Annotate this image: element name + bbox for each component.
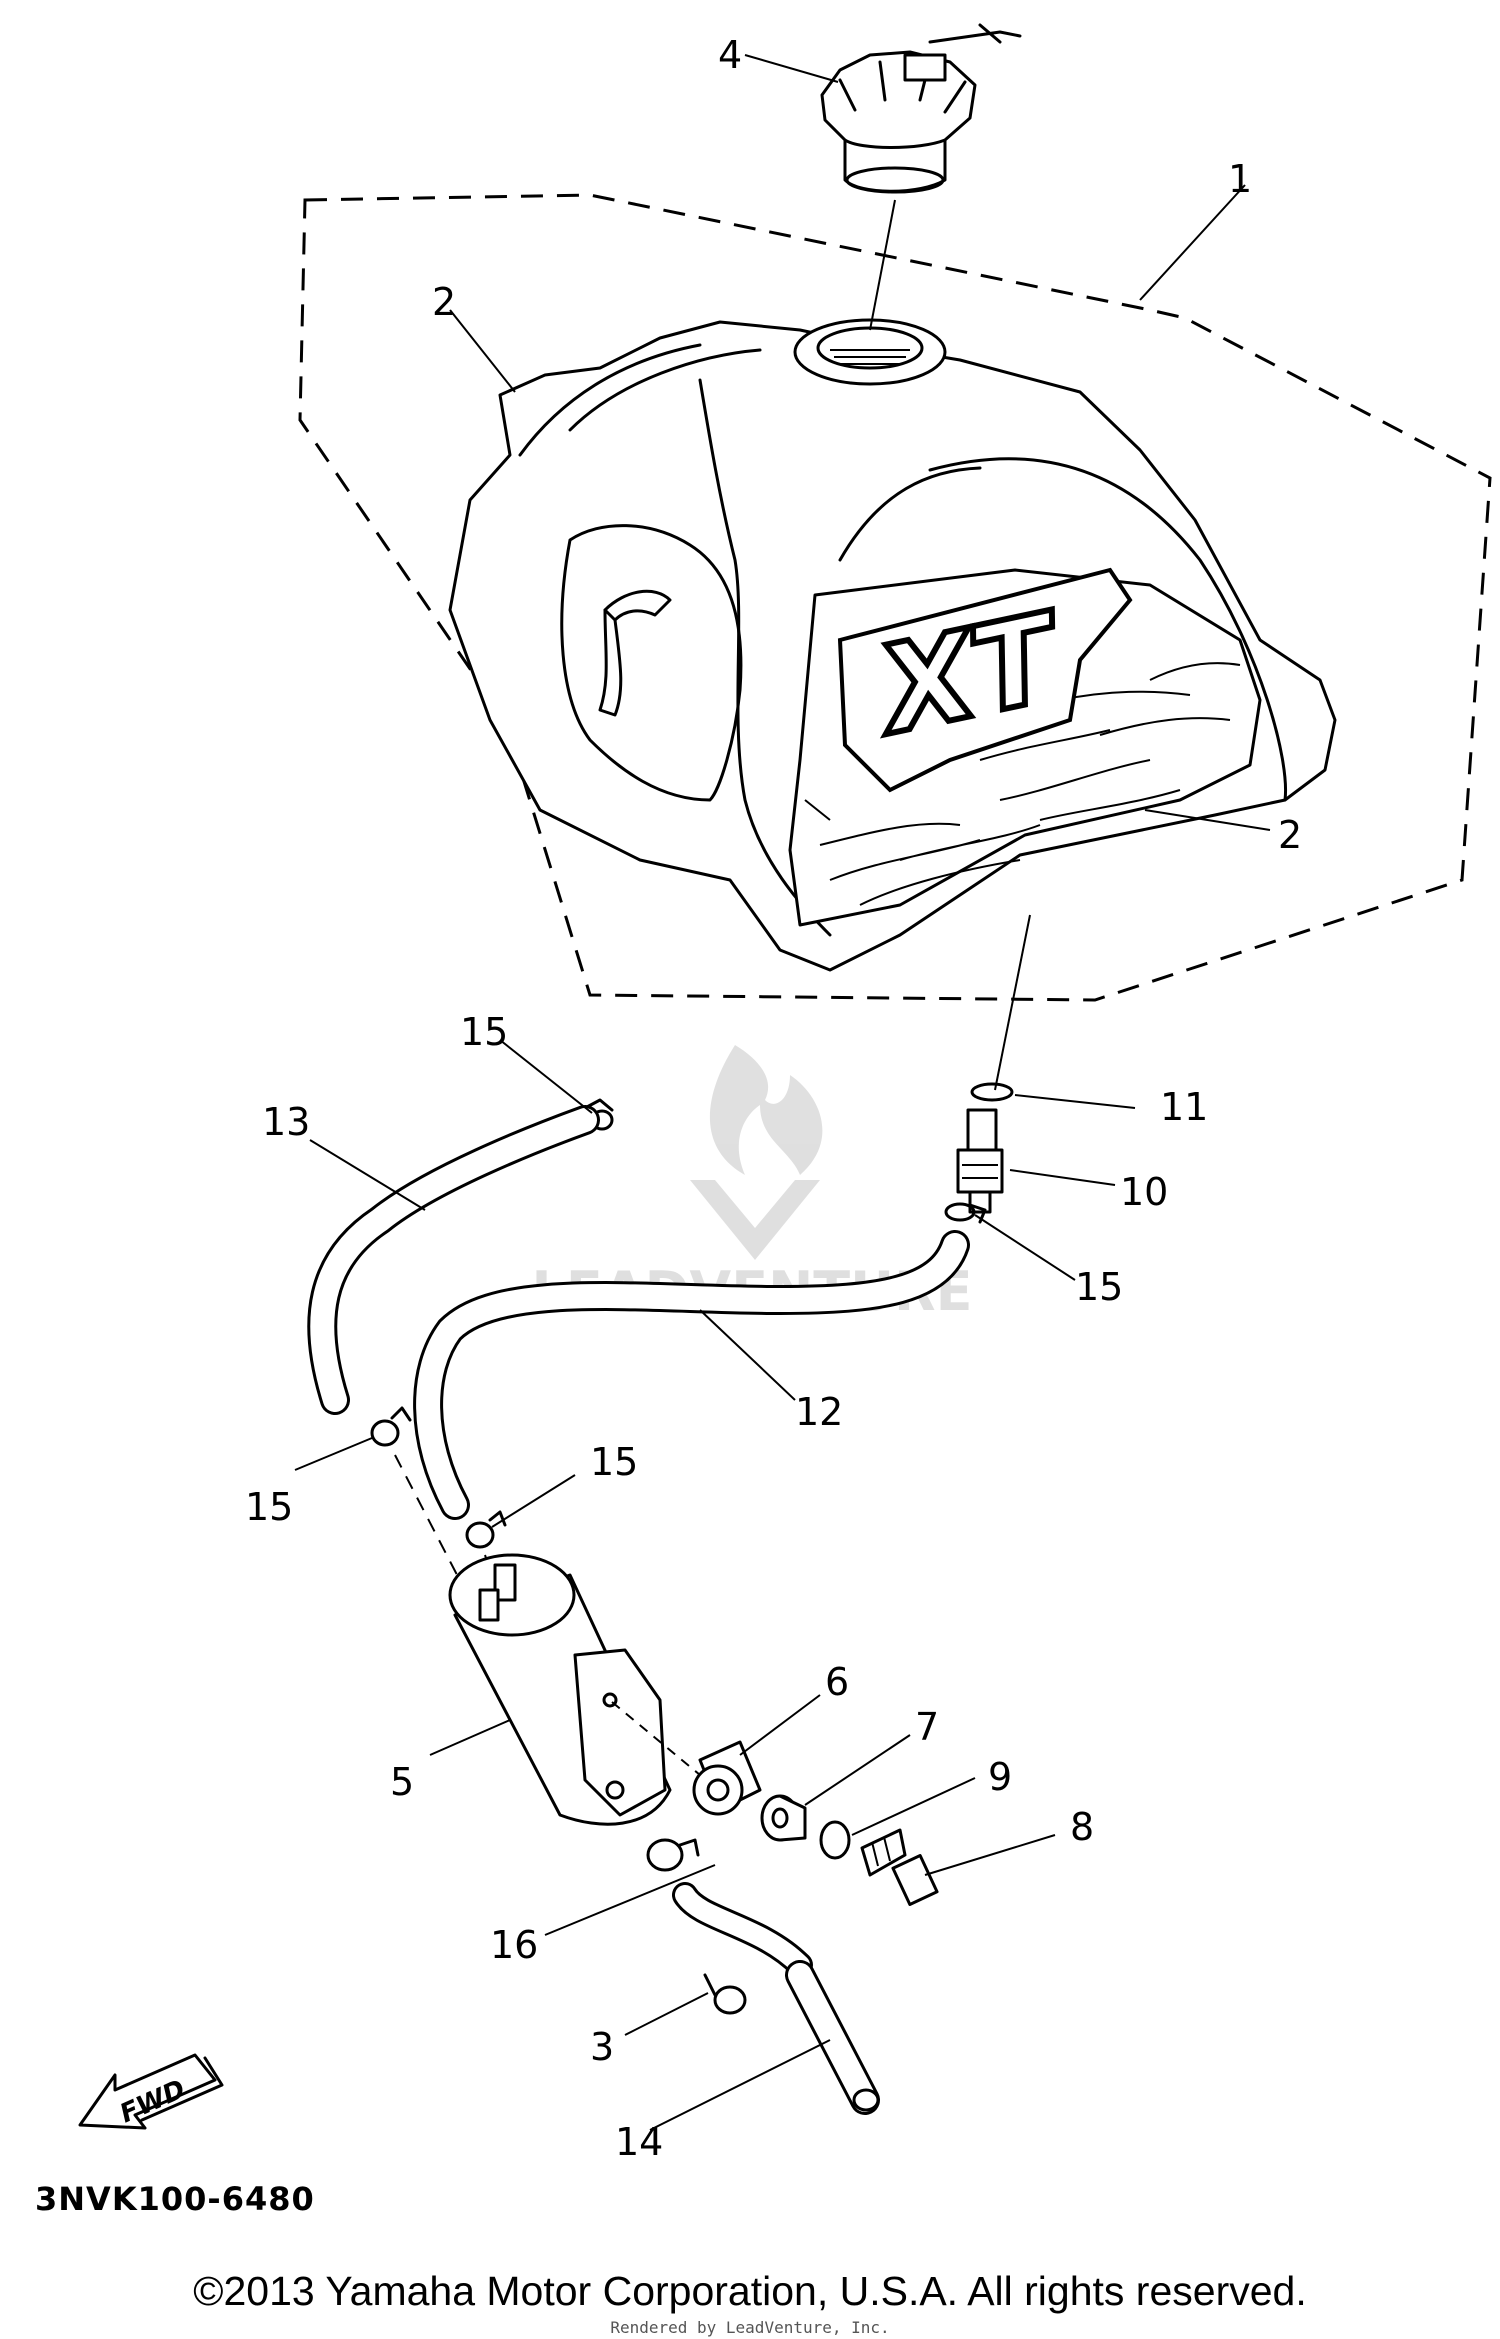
cap-leader xyxy=(869,199,896,331)
callout-5: 5 xyxy=(390,1760,414,1804)
callout-7: 7 xyxy=(915,1705,939,1749)
callout-4: 4 xyxy=(718,33,742,77)
callout-9: 9 xyxy=(988,1755,1012,1799)
fuel-tank-cap xyxy=(820,23,1022,194)
routing-line xyxy=(394,1454,471,1601)
callout-11: 11 xyxy=(1160,1085,1208,1129)
callout-13: 13 xyxy=(262,1100,310,1144)
bolt xyxy=(860,1828,939,1906)
o-ring xyxy=(970,1082,1014,1102)
callout-16: 16 xyxy=(490,1923,538,1967)
callout-1: 1 xyxy=(1228,157,1252,201)
callout-8: 8 xyxy=(1070,1805,1094,1849)
hose-clip xyxy=(646,1838,700,1872)
fuel-cock xyxy=(956,1108,1004,1214)
fuel-tank: XT xyxy=(448,318,1337,972)
callout-15: 15 xyxy=(1075,1265,1123,1309)
callout-10: 10 xyxy=(1120,1170,1168,1214)
callout-15: 15 xyxy=(245,1485,293,1529)
fuel-pipe xyxy=(785,1960,880,2115)
callout-3: 3 xyxy=(590,2025,614,2069)
fuel-pump xyxy=(448,1553,672,1826)
routing-line xyxy=(611,1701,701,1776)
copyright-notice: ©2013 Yamaha Motor Corporation, U.S.A. A… xyxy=(193,2268,1307,2314)
callout-12: 12 xyxy=(795,1390,843,1434)
hose-clip xyxy=(944,1202,987,1224)
tank-assembly-boundary xyxy=(298,193,1492,1002)
forward-arrow: FWD xyxy=(78,2053,224,2130)
callout-2: 2 xyxy=(1278,813,1302,857)
callout-2: 2 xyxy=(432,280,456,324)
callout-15: 15 xyxy=(460,1010,508,1054)
hose-clip xyxy=(370,1406,412,1447)
callout-15: 15 xyxy=(590,1440,638,1484)
xt-logo xyxy=(837,567,1133,793)
collar xyxy=(760,1794,807,1842)
diagram-code: 3NVK100-6480 xyxy=(35,2180,315,2218)
damper xyxy=(692,1740,762,1816)
callout-14: 14 xyxy=(615,2120,663,2164)
callout-6: 6 xyxy=(825,1660,849,1704)
leader-lines xyxy=(294,54,1271,2131)
washer xyxy=(819,1820,851,1860)
hose-clip xyxy=(465,1510,507,1549)
tank-outlet-leader xyxy=(994,914,1031,1091)
hose-clip-16 xyxy=(703,1973,747,2015)
rendered-by-notice: Rendered by LeadVenture, Inc. xyxy=(610,2318,890,2337)
